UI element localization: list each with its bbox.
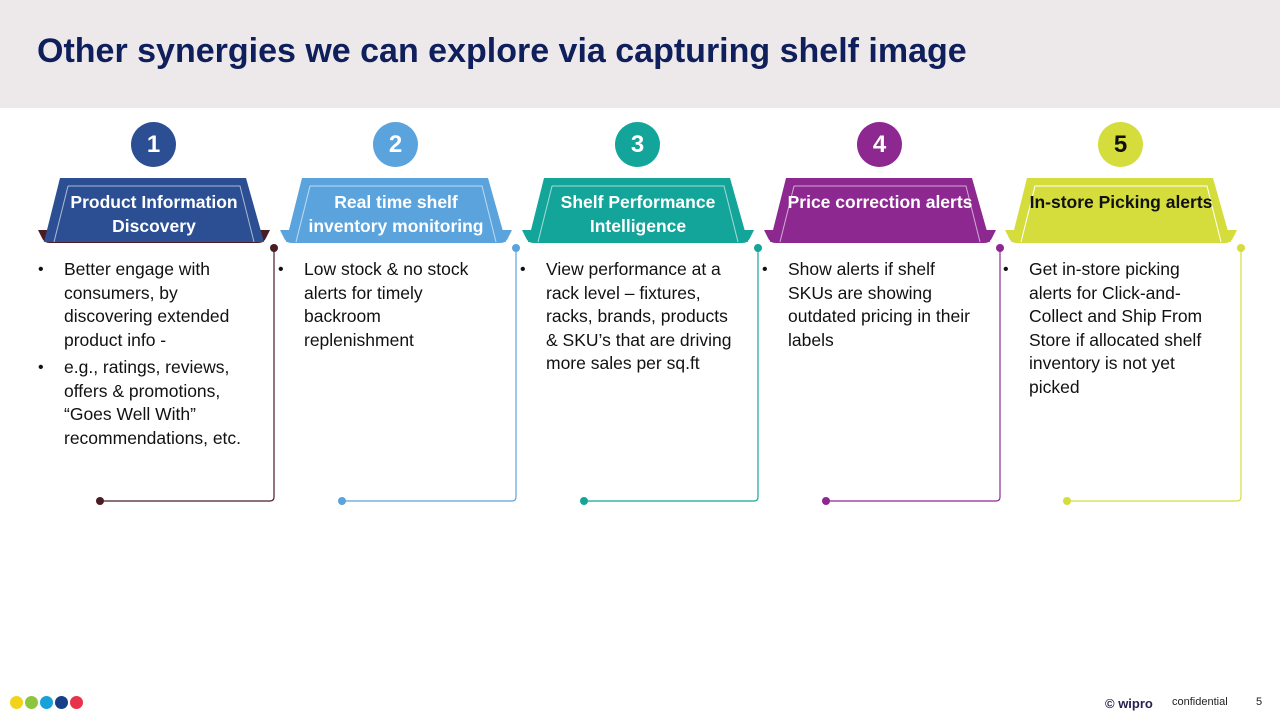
slide-title: Other synergies we can explore via captu… (37, 32, 967, 70)
step-title: Real time shelf inventory monitoring (308, 192, 484, 236)
logo-dot (10, 696, 23, 709)
logo-dot (70, 696, 83, 709)
step-bullet-list: Show alerts if shelf SKUs are showing ou… (762, 258, 977, 356)
title-banner: Other synergies we can explore via captu… (0, 0, 1280, 108)
step-banner-shape (522, 178, 754, 243)
bullet-item: View performance at a rack level – fixtu… (520, 258, 735, 376)
step-banner-shape (38, 178, 270, 243)
page-number: 5 (1256, 696, 1263, 708)
step-title: Shelf Performance Intelligence (560, 192, 716, 236)
step-bullet-list: View performance at a rack level – fixtu… (520, 258, 735, 380)
wipro-logo-dots (10, 696, 83, 709)
confidential-label: confidential (1172, 696, 1228, 708)
logo-dot (25, 696, 38, 709)
step-number-badge: 1 (131, 122, 176, 167)
step-column-5: 5In-store Picking alertsGet in-store pic… (1003, 0, 1255, 520)
bullet-item: Show alerts if shelf SKUs are showing ou… (762, 258, 977, 352)
logo-dot (55, 696, 68, 709)
step-number-badge: 4 (857, 122, 902, 167)
step-bullet-list: Get in-store picking alerts for Click-an… (1003, 258, 1218, 403)
step-banner-shape (1005, 178, 1237, 243)
step-banner-shape (280, 178, 512, 243)
step-number-badge: 5 (1098, 122, 1143, 167)
step-title: In-store Picking alerts (1029, 192, 1213, 212)
step-banner-shape (764, 178, 996, 243)
bullet-item: Better engage with consumers, by discove… (38, 258, 253, 352)
step-bullet-list: Better engage with consumers, by discove… (38, 258, 253, 454)
step-number-badge: 3 (615, 122, 660, 167)
step-title: Price correction alerts (787, 192, 973, 212)
bullet-item: e.g., ratings, reviews, offers & promoti… (38, 356, 253, 450)
logo-dot (40, 696, 53, 709)
brand-mark: © wipro (1105, 696, 1153, 711)
bullet-item: Get in-store picking alerts for Click-an… (1003, 258, 1218, 399)
step-title: Product Information Discovery (70, 192, 238, 236)
step-bullet-list: Low stock & no stock alerts for timely b… (278, 258, 493, 356)
bullet-item: Low stock & no stock alerts for timely b… (278, 258, 493, 352)
step-number-badge: 2 (373, 122, 418, 167)
